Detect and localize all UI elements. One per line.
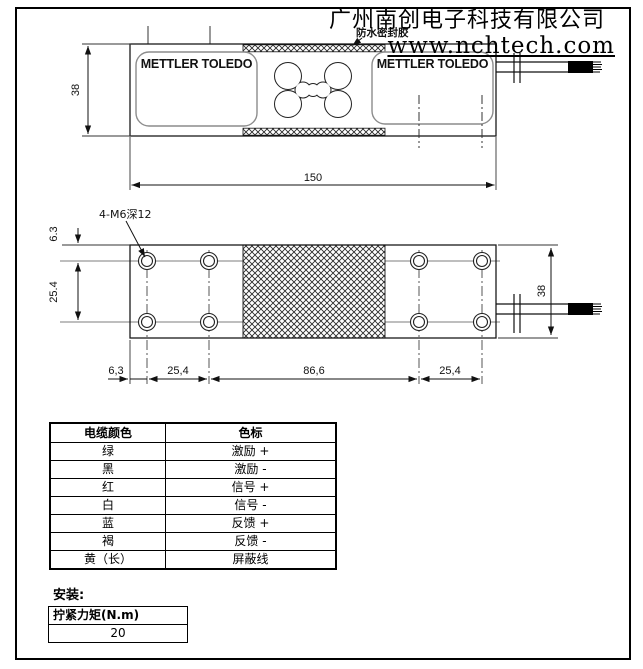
sealant-strip-top (242, 44, 386, 53)
label-plate-right (371, 51, 494, 125)
table-row: 拧紧力矩(N.m) (48, 606, 188, 625)
sealant-leader-line (352, 37, 363, 46)
table-cell: 信号 - (165, 496, 337, 515)
torque-table: 拧紧力矩(N.m) 20 (48, 606, 188, 643)
torque-label: 拧紧力矩(N.m) (48, 606, 188, 625)
hole-note-leader (125, 220, 146, 258)
page-border (15, 7, 631, 660)
table-cell: 蓝 (49, 514, 166, 533)
table-header-row: 电缆颜色 色标 (49, 422, 337, 443)
table-cell: 激励 - (165, 460, 337, 479)
dim-edge-vertical: 6.3 (48, 226, 60, 241)
table-row: 黑 激励 - (49, 460, 337, 479)
dim-edge-horizontal: 6,3 (108, 365, 123, 377)
table-cell: 红 (49, 478, 166, 497)
dim-bottom-height: 38 (536, 285, 548, 297)
dim-pitch-vertical: 25.4 (48, 281, 60, 302)
table-cell: 信号 + (165, 478, 337, 497)
dim-pitch-horizontal-2: 25,4 (439, 365, 460, 377)
cable-top-view (496, 53, 602, 83)
sealant-label: 防水密封胶 (356, 26, 409, 39)
table-cell: 反馈 - (165, 532, 337, 551)
table-row: 黄（长） 屏蔽线 (49, 550, 337, 570)
dim-pitch-horizontal-1: 25,4 (167, 365, 188, 377)
table-row: 红 信号 + (49, 478, 337, 497)
torque-value: 20 (48, 624, 188, 643)
table-row: 蓝 反馈 + (49, 514, 337, 533)
table-cell: 黄（长） (49, 550, 166, 570)
bone-cutout (274, 62, 352, 118)
column-header-color-code: 色标 (165, 422, 337, 443)
column-header-cable-color: 电缆颜色 (49, 422, 166, 443)
table-cell: 黑 (49, 460, 166, 479)
bottom-view: 4-M6深12 6.3 25.4 6,3 25,4 86,6 25,4 38 (48, 208, 602, 384)
dim-top-height: 38 (70, 84, 82, 96)
table-cell: 褐 (49, 532, 166, 551)
dim-top-length: 150 (304, 172, 322, 184)
cable-color-table: 电缆颜色 色标 绿 激励 + 黑 激励 - 红 信号 + 白 信号 - 蓝 反馈… (49, 422, 337, 570)
install-section-title: 安装: (53, 588, 85, 603)
table-cell: 屏蔽线 (165, 550, 337, 570)
table-row: 绿 激励 + (49, 442, 337, 461)
table-cell: 白 (49, 496, 166, 515)
sealant-strip-bottom (242, 127, 386, 136)
dim-center-span: 86,6 (303, 365, 324, 377)
label-plate-left (135, 51, 258, 127)
table-cell: 反馈 + (165, 514, 337, 533)
brand-label-right: METTLER TOLEDO (377, 57, 489, 71)
table-row: 白 信号 - (49, 496, 337, 515)
cable-bottom-view (496, 294, 602, 333)
hatch-block (242, 244, 386, 339)
table-row: 20 (48, 624, 188, 643)
table-row: 褐 反馈 - (49, 532, 337, 551)
table-cell: 绿 (49, 442, 166, 461)
top-view: METTLER TOLEDO METTLER TOLEDO (70, 26, 602, 190)
table-cell: 激励 + (165, 442, 337, 461)
brand-label-left: METTLER TOLEDO (141, 57, 253, 71)
company-name: 广州南创电子科技有限公司 (328, 8, 605, 33)
hole-note: 4-M6深12 (99, 208, 151, 221)
website-url: www.nchtech.com (387, 33, 615, 59)
